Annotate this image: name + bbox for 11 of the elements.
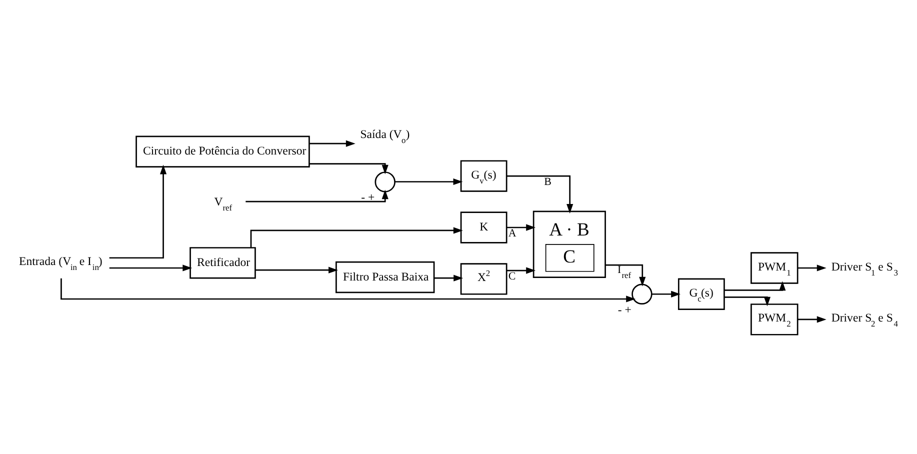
edge-label: C — [508, 270, 516, 282]
node-text: Saída (V$_{o}$) — [360, 126, 410, 144]
node-label: - + — [618, 302, 632, 316]
node-label: - + — [361, 190, 375, 204]
node-text: V$_{ref}$ — [214, 194, 232, 212]
edge-label: A — [508, 226, 516, 239]
node-text: Driver S$_{2}$ e S$_{4}$ — [831, 310, 898, 328]
node-text: Driver S$_{1}$ e S$_{3}$ — [831, 258, 898, 277]
node-text: Entrada (V$_{in}$ e I$_{in}$) — [19, 254, 102, 272]
edge-label: B — [544, 175, 552, 188]
edge-label: I$_{ref}$ — [618, 263, 632, 280]
